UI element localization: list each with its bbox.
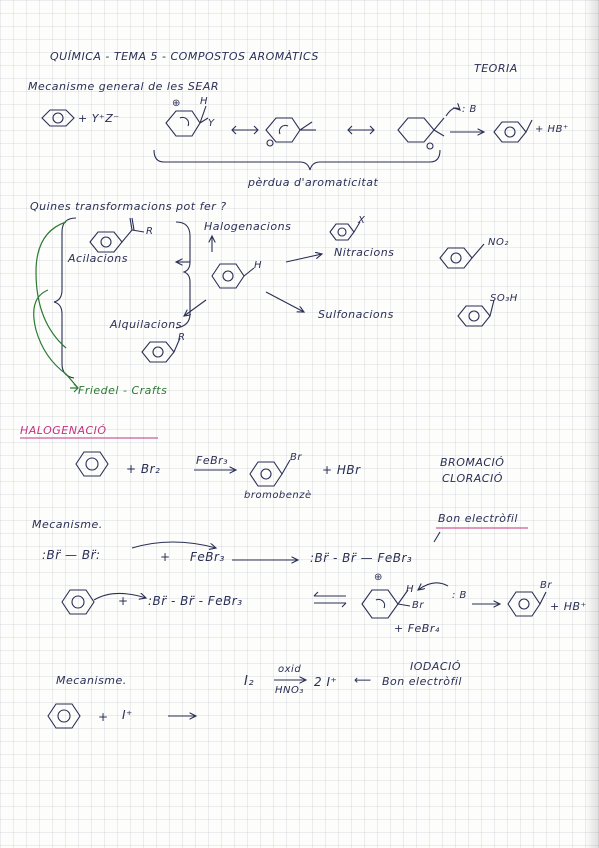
arrow-nitracions	[285, 254, 322, 263]
green-arc-inner	[33, 289, 79, 389]
label-sulfonacions: Sulfonacions	[318, 308, 394, 321]
resonance-arrow-2	[347, 125, 375, 135]
mech1-equilibrium-arrow	[313, 591, 347, 608]
nitro-group: NO₂	[488, 237, 509, 248]
arrow-sulfonacions	[265, 291, 304, 312]
mech1-product-benzene	[507, 591, 547, 617]
label-cloracio: CLORACIÓ	[442, 472, 503, 485]
label-alquilacions: Alquilacions	[110, 318, 182, 331]
bromobenzene	[249, 459, 291, 487]
sulfonic-benzene	[457, 299, 495, 327]
halog-catalyst: FeBr₃	[196, 454, 229, 467]
iodine-cation: 2 I⁺	[314, 675, 338, 689]
label-friedel-crafts: Friedel - Crafts	[78, 384, 168, 397]
page-tag: TEORIA	[474, 62, 518, 75]
oxid-label: oxid	[278, 664, 302, 675]
resonance-arrow-1	[231, 125, 259, 135]
transformations-question: Quines transformacions pot fer ?	[30, 200, 227, 213]
step1-br2: :Br̈ — Br̈:	[42, 548, 101, 562]
mech1-base: : B	[452, 590, 467, 601]
mech1-febr4: + FeBr₄	[394, 622, 440, 635]
mech1-product-hb: + HB⁺	[550, 600, 587, 613]
bon-electrofil-2: Bon electròfil	[382, 675, 462, 688]
step2-complex: :Br̈ - Br̈ - FeBr₃	[148, 594, 243, 608]
label-halogenacions: Halogenacions	[204, 220, 292, 233]
page-edge-shadow	[585, 0, 599, 848]
nitrobenzene	[439, 243, 485, 269]
section-halogenacio: HALOGENACIÓ	[20, 424, 107, 437]
sigma-complex-3	[397, 108, 460, 150]
iodine-i2: I₂	[244, 674, 255, 689]
mecanisme1-title: Mecanisme.	[32, 518, 103, 531]
mechanism-general-title: Mecanisme general de les SEAR	[28, 80, 219, 93]
bon-electrofil-1: Bon electròfil	[438, 512, 518, 525]
step1-plus: +	[160, 550, 171, 564]
mechanism-product-hb: + HB⁺	[535, 124, 569, 135]
mech1-product-br: Br	[540, 580, 552, 591]
center-benzene	[211, 263, 255, 289]
benzene-product-1	[493, 119, 533, 143]
sulfonic-group: SO₃H	[490, 293, 518, 304]
intermediate-plus: ⊕	[374, 572, 383, 583]
alkyl-benzene	[141, 337, 181, 363]
mech1-curly-arrow	[131, 541, 216, 548]
step1-febr3: FeBr₃	[190, 550, 225, 564]
brace-left	[53, 217, 77, 379]
halog-hbr: + HBr	[322, 463, 361, 477]
mecanisme2-title: Mecanisme.	[56, 674, 127, 687]
halogen-x: X	[358, 215, 366, 226]
label-iodacio: IODACIÓ	[410, 660, 461, 673]
sigma-complex-1	[165, 105, 209, 137]
acyl-r: R	[146, 226, 154, 237]
halobenzene	[329, 221, 361, 241]
benzene-reactant	[41, 109, 75, 127]
iodine-arrow: ⟵	[354, 673, 372, 687]
page-title: QUÍMICA - TEMA 5 - COMPOSTOS AROMÀTICS	[50, 50, 319, 63]
halog-benzene	[75, 451, 109, 477]
halog-product-name: bromobenzè	[244, 490, 312, 501]
label-bromacio: BROMACIÓ	[440, 456, 505, 469]
halog-product-br: Br	[290, 452, 302, 463]
mech1-intermediate	[361, 582, 449, 619]
benzene-h: H	[254, 260, 263, 271]
brace-right	[175, 221, 191, 329]
intermediate-h: H	[406, 584, 415, 595]
sigma-complex-h: H	[200, 96, 209, 107]
arrow-alquilacions	[184, 299, 207, 316]
base-label: : B	[462, 104, 477, 115]
alkyl-r: R	[178, 332, 186, 343]
sigma-complex-2	[265, 117, 316, 147]
sigma-complex-plus: ⊕	[172, 98, 181, 109]
mechanism-reactant: + Y⁺Z⁻	[78, 112, 120, 125]
sigma-complex-y: Y	[208, 118, 215, 129]
mech2-iplus: I⁺	[122, 708, 133, 722]
halog-br2: + Br₂	[126, 462, 161, 476]
label-nitracions: Nitracions	[334, 246, 395, 259]
resonance-brace	[153, 149, 441, 171]
label-acilacions: Acilacions	[68, 252, 128, 265]
aromaticity-loss-caption: pèrdua d'aromaticitat	[248, 176, 379, 189]
hno3-label: HNO₃	[275, 685, 304, 696]
mech1-benzene	[61, 589, 146, 615]
green-arc-outer	[35, 221, 67, 349]
bon-electrofil-arrow	[433, 531, 441, 543]
step1-complex: :Br̈ - Br̈ — FeBr₃	[310, 551, 413, 565]
mech2-benzene	[47, 703, 81, 729]
intermediate-br: Br	[412, 600, 424, 611]
acyl-benzene	[89, 217, 145, 253]
mech2-plus: +	[98, 710, 109, 724]
step2-plus: +	[118, 594, 129, 608]
green-arrowhead	[70, 383, 79, 393]
